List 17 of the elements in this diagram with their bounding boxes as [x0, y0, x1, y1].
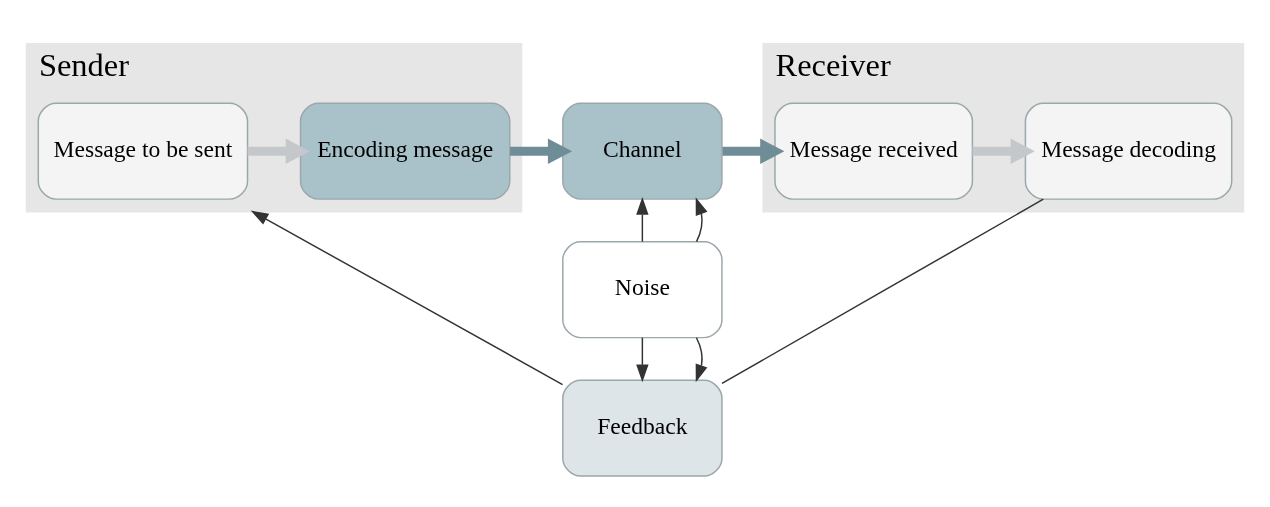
- connector: [721, 198, 1045, 384]
- node-box: Noise: [562, 240, 723, 338]
- node-box: Message decoding: [1024, 102, 1233, 200]
- node-box: Channel: [562, 102, 723, 200]
- node-box: Message to be sent: [37, 102, 249, 200]
- node-box: Feedback: [562, 379, 723, 477]
- arrow: [695, 336, 708, 382]
- arrow: [510, 138, 573, 164]
- arrow: [695, 196, 708, 242]
- arrow: [636, 196, 649, 242]
- arrow: [636, 336, 649, 382]
- arrow: [722, 138, 785, 164]
- arrow: [250, 210, 564, 385]
- arrow: [247, 138, 310, 164]
- node-box: Message received: [774, 102, 974, 200]
- node-box: Encoding message: [299, 102, 511, 200]
- arrow: [972, 138, 1035, 164]
